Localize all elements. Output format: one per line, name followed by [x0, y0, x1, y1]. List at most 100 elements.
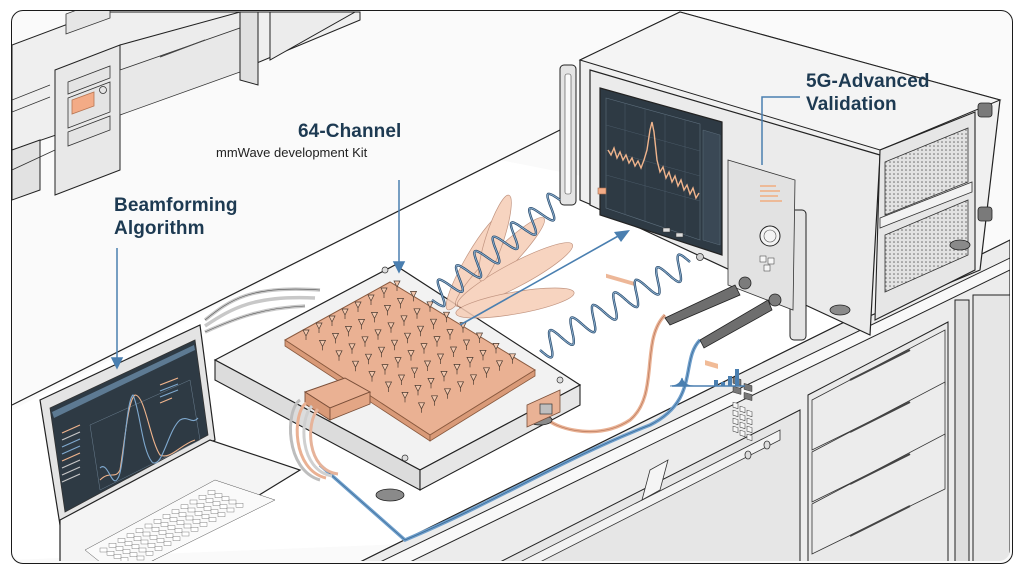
antenna-element [397, 374, 406, 385]
leader-validation [761, 96, 800, 165]
keyboard-key [194, 511, 203, 516]
antenna-element [423, 360, 432, 371]
antenna-element [417, 402, 426, 413]
keyboard-key [131, 544, 140, 549]
keyboard-key [156, 538, 165, 543]
bench-handle [641, 459, 669, 501]
keyboard-key [115, 546, 124, 551]
analyzer-keypad [727, 159, 796, 441]
antenna-element [383, 305, 392, 316]
keyboard-key [106, 551, 115, 556]
antenna-element [400, 315, 408, 326]
antenna-element [416, 325, 425, 337]
antenna-element [331, 333, 340, 344]
keyboard-key [113, 554, 122, 559]
antenna-element [462, 339, 471, 350]
keyboard-key [214, 493, 223, 498]
keyboard-key [207, 490, 216, 495]
keyboard-key [122, 549, 131, 554]
signal-analyzer [559, 11, 1002, 441]
algorithm-callout-line1: Beamforming [114, 195, 238, 216]
antenna-element [495, 360, 504, 371]
background-rack [12, 11, 361, 201]
keyboard-key [181, 531, 190, 537]
beam-arrow-head [614, 230, 630, 242]
keyboard-key [129, 552, 138, 557]
antenna-element [475, 332, 484, 343]
antenna-element [361, 336, 369, 347]
analyzer-power-button [597, 187, 607, 195]
keyboard-key [178, 512, 187, 517]
keyboard-key [165, 533, 174, 538]
keyboard-key [217, 512, 226, 517]
antenna-element [394, 357, 402, 368]
keyboard-key [212, 501, 221, 506]
antenna-element [380, 287, 388, 298]
antenna-element [396, 298, 405, 309]
antenna-element [436, 353, 445, 364]
antenna-element [409, 291, 418, 302]
antenna-element [348, 343, 356, 354]
keyboard-key [124, 541, 133, 546]
keyboard-key [180, 504, 189, 509]
antenna-element [367, 294, 375, 305]
antenna-element [440, 371, 448, 382]
antenna-element [364, 353, 373, 365]
arrow-algorithm [110, 357, 124, 370]
antenna-element [420, 343, 428, 354]
antenna-element [344, 326, 353, 337]
keyboard-key [160, 522, 169, 527]
keyboard-key [126, 533, 135, 538]
antenna-element [508, 353, 517, 364]
drawer-stack [807, 294, 1010, 561]
antenna-element [370, 312, 379, 323]
antenna-element [456, 381, 465, 392]
antenna-element [469, 374, 478, 385]
vent-grille-lower [884, 199, 969, 293]
analyzer-rf-port [696, 253, 704, 261]
kit-callout-subtitle: mmWave development Kit [216, 145, 368, 160]
kit-callout-title: 64-Channel [298, 121, 402, 142]
antenna-element [341, 308, 349, 319]
antenna-element [410, 367, 419, 378]
keyboard-key [140, 539, 149, 545]
keyboard-key [147, 543, 156, 548]
keyboard-key [154, 546, 163, 551]
antenna-element [427, 378, 435, 389]
keyboard-key [210, 509, 219, 514]
antenna-element [407, 350, 415, 361]
keyboard-key [226, 507, 235, 513]
screen-grid [605, 103, 701, 234]
antenna-element [482, 367, 491, 378]
keyboard-key [208, 517, 217, 522]
validation-callout-line1: 5G-Advanced [806, 71, 930, 92]
antenna-element [403, 332, 412, 344]
antenna-element [449, 346, 458, 357]
beamforming-plot [61, 377, 201, 491]
laptop-screen [49, 339, 209, 513]
beam-lobe [456, 242, 574, 308]
keyboard-key [167, 525, 176, 530]
vent-grille-upper [884, 127, 969, 216]
keyboard-key [172, 536, 181, 541]
antenna-element [414, 385, 422, 396]
keyboard-key [196, 503, 205, 508]
keyboard-key [153, 519, 162, 524]
antenna-element [401, 392, 409, 403]
antenna-element [354, 301, 362, 312]
plot-curve-blue [99, 394, 199, 482]
rf-probe-1 [664, 284, 741, 326]
keyboard-key [190, 527, 199, 532]
signal-bar [728, 376, 732, 386]
antenna-element [479, 350, 487, 361]
signal-bar [714, 380, 718, 386]
keyboard-key [136, 555, 145, 561]
antenna-element [357, 319, 366, 330]
keyboard-key [169, 517, 178, 522]
usb-cables [203, 287, 321, 334]
algorithm-callout-line2: Algorithm [114, 218, 205, 239]
antenna-element [351, 360, 360, 372]
antenna-element [413, 308, 421, 319]
keyboard-key [221, 496, 230, 501]
